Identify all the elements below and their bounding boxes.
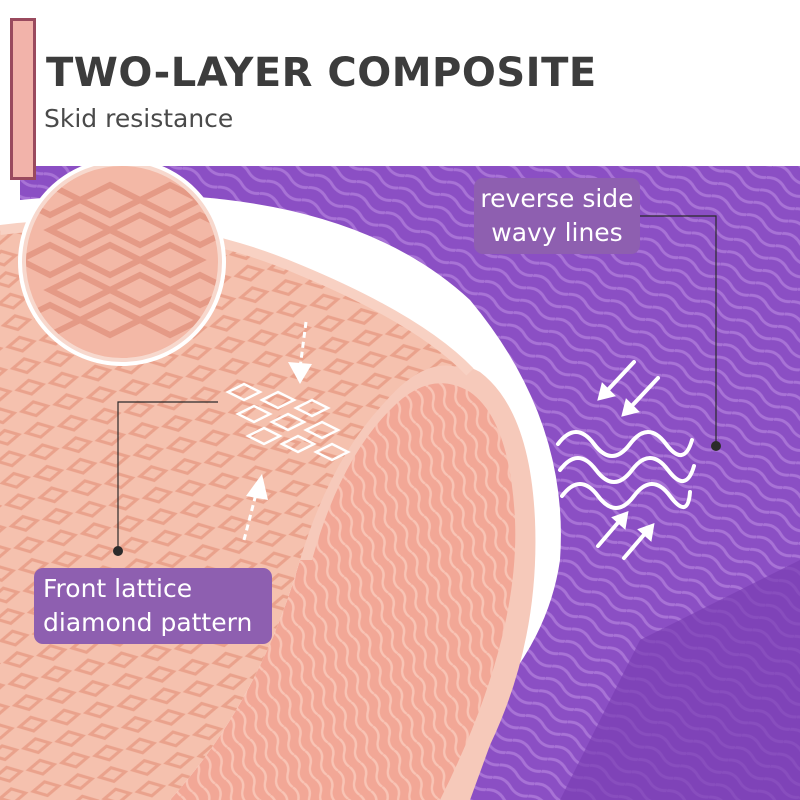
- leader-dot: [711, 441, 721, 451]
- header-band: [0, 0, 800, 166]
- arrow-up-icon: [242, 474, 268, 541]
- accent-bar: [10, 18, 36, 180]
- zoom-circle-icon: [18, 158, 226, 366]
- callout-line: wavy lines: [491, 218, 623, 247]
- wave-lines-icon: [556, 360, 696, 560]
- callout-line: Front lattice: [43, 574, 193, 603]
- page-title: TWO-LAYER COMPOSITE: [46, 50, 597, 96]
- leader-lines: [117, 215, 717, 550]
- leader-dot: [113, 546, 123, 556]
- diamond-lattice-icon: [225, 382, 351, 462]
- pink-front-layer: [0, 225, 470, 800]
- pink-curl: [170, 368, 526, 800]
- callout-line: reverse side: [480, 184, 634, 213]
- purple-layer: [20, 165, 800, 800]
- callout-reverse-side: reverse side wavy lines: [474, 178, 640, 254]
- callout-front-side: Front lattice diamond pattern: [34, 568, 272, 644]
- callout-line: diamond pattern: [43, 608, 253, 637]
- arrow-down-icon: [288, 321, 312, 384]
- page-subtitle: Skid resistance: [44, 104, 234, 133]
